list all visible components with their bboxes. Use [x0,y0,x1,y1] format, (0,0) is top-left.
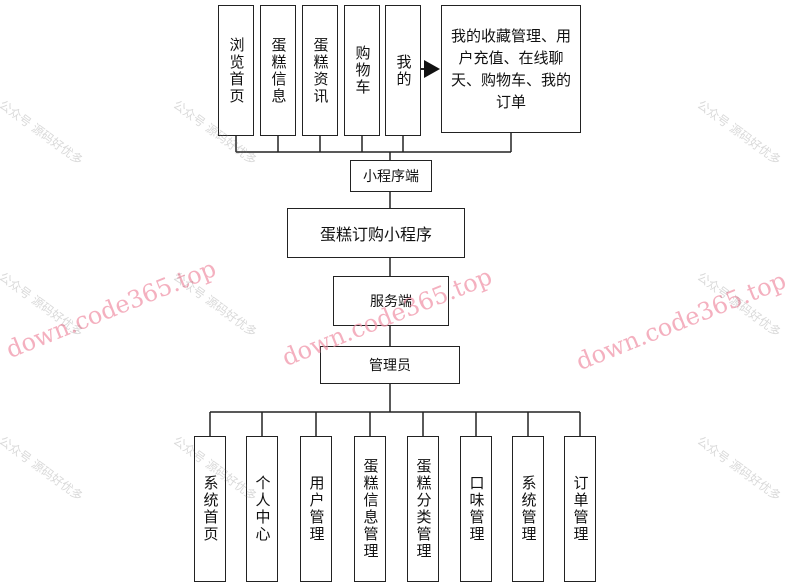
admin-module-cake-category-management: 蛋糕分类管理 [407,436,439,582]
admin-module-system-management: 系统管理 [512,436,544,582]
node-label: 蛋糕订购小程序 [319,225,432,244]
module-label: 购物车 [353,45,372,96]
admin-module-cake-info-management: 蛋糕信息管理 [354,436,386,582]
module-label: 我的 [394,53,413,88]
module-label: 口味管理 [467,475,486,543]
admin-module-system-home: 系统首页 [194,436,226,582]
module-label: 蛋糕资讯 [311,36,330,105]
arrow-right-icon [424,60,440,78]
module-label: 蛋糕信息 [269,36,288,105]
admin-module-personal-center: 个人中心 [246,436,278,582]
my-features-box: 我的收藏管理、用户充值、在线聊天、购物车、我的订单 [441,5,581,133]
node-label: 管理员 [369,358,411,374]
node-label: 服务端 [370,294,412,310]
admin-node: 管理员 [320,346,460,384]
module-cake-news: 蛋糕资讯 [302,5,338,136]
module-shopping-cart: 购物车 [344,5,380,136]
admin-module-flavor-management: 口味管理 [460,436,492,582]
module-label: 系统首页 [201,475,220,543]
module-label: 蛋糕分类管理 [414,458,433,560]
server-end-node: 服务端 [333,276,449,326]
admin-module-user-management: 用户管理 [300,436,332,582]
node-label: 小程序端 [363,169,419,185]
module-cake-info: 蛋糕信息 [260,5,296,136]
my-features-text: 我的收藏管理、用户充值、在线聊天、购物车、我的订单 [450,27,571,111]
module-label: 订单管理 [571,475,590,543]
module-browse-home: 浏览首页 [218,5,254,136]
system-title-node: 蛋糕订购小程序 [287,208,465,258]
module-label: 浏览首页 [227,36,246,105]
module-label: 用户管理 [307,475,326,543]
module-label: 系统管理 [519,475,538,543]
admin-module-order-management: 订单管理 [564,436,596,582]
module-label: 个人中心 [253,475,272,543]
miniprogram-end-node: 小程序端 [350,160,432,192]
module-label: 蛋糕信息管理 [361,458,380,560]
module-mine: 我的 [385,5,421,136]
